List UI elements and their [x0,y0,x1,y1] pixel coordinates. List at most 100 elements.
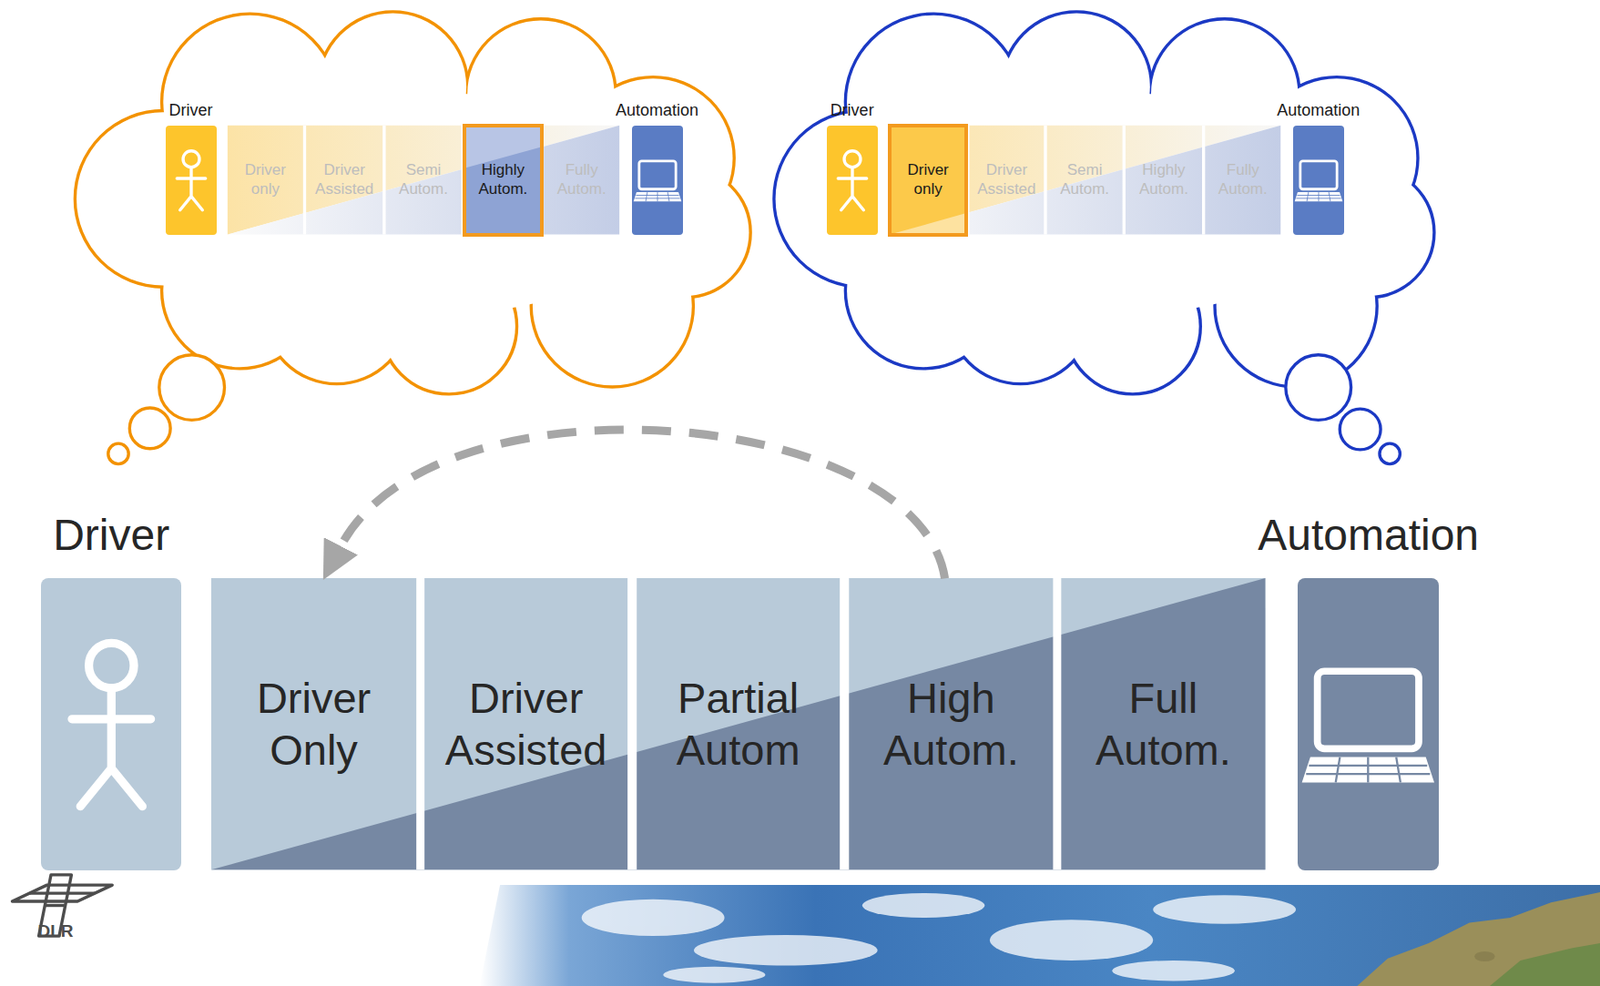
stick-figure [71,643,152,807]
earth-cloud [662,967,765,984]
level-label: Driver only [231,161,300,199]
figure-head [844,151,861,168]
figure-body [837,166,867,210]
logo-text: DLR [37,921,73,942]
level-label: Partial Autom [643,672,833,776]
stick-figure-icon [826,125,878,235]
actor-label: Automation [615,101,699,121]
driver-box: Driver [826,125,878,235]
level-cell: Highly Autom. [1125,125,1203,235]
level-label: Fully Autom. [547,161,616,199]
level-label: Driver only [894,161,963,199]
actor-label: Driver [52,509,170,561]
level-cell: Driver Assisted [424,578,628,870]
logo-line [29,891,95,895]
cloud-fill [76,13,749,394]
earth-image [479,885,1600,986]
scale-band-lower [889,125,1281,235]
selected-level-cell: Highly Autom. [462,123,545,237]
level-cell: Partial Autom [636,578,840,870]
figure-body [176,166,205,210]
level-cell: Driver Assisted [969,125,1045,235]
level-label: Driver Only [218,672,409,776]
scale-gap [1052,578,1061,870]
stick-figure [837,151,867,211]
earth-cloud [1152,895,1296,924]
level-cell: Fully Autom. [543,125,620,235]
scale-gap [416,578,425,870]
driver-box: Driver [40,578,183,870]
laptop-keys [634,192,680,202]
thought-bubble [1339,408,1381,450]
level-cell: Semi Autom. [1047,125,1123,235]
level-cell: Full Autom. [1060,578,1265,870]
scale-gap [627,578,637,870]
dashed-arrow [340,429,945,579]
laptop-screen [638,161,675,190]
level-label: Driver Assisted [431,672,621,776]
scale-gap [1122,125,1126,235]
scale-gaps [966,125,1205,235]
cloud-core [852,91,1353,316]
cloud-outline [76,13,749,394]
scale-gaps [303,125,544,235]
level-label: Driver Assisted [309,161,379,199]
level-label: High Autom. [856,672,1046,776]
thought-bubble [159,355,225,421]
scale-gap [303,125,306,235]
actor-label: Driver [830,101,875,121]
thought-bubble [1379,443,1400,464]
level-label: Highly Autom. [468,161,539,199]
scale-gap [1043,125,1047,235]
scale-gap [839,578,849,870]
thought-bubble [1285,355,1352,421]
figure-body [71,688,152,807]
laptop-icon [1293,125,1345,235]
level-cell: Fully Autom. [1204,125,1281,235]
scale-band-upper [211,578,1266,870]
scale-gap [382,125,386,235]
stick-figure-icon [40,578,183,870]
laptop-keyboard [632,192,682,202]
selected-cell-fill [889,125,967,235]
laptop-keys [1295,192,1341,202]
automation-box: Automation [1297,578,1439,870]
earth-land [1356,892,1600,986]
level-label: Semi Autom. [1050,161,1120,199]
thought-bubble [108,443,129,464]
level-label: Highly Autom. [1129,161,1199,199]
actor-label: Automation [1257,509,1479,561]
level-cell: Driver only [227,125,304,235]
cloud-fill [775,13,1434,394]
selected-cell-fill [464,146,542,235]
laptop-screen [1300,161,1337,190]
scale-band-lower [227,125,620,235]
figure-head [88,643,133,689]
cloud-core [168,91,669,316]
selected-cell-fill [889,213,967,235]
actor-label: Automation [1276,101,1360,121]
scale-gap [1202,125,1205,235]
actor-label: Driver [169,101,214,121]
scale-gaps [416,578,1061,870]
level-label: Driver Assisted [973,161,1041,199]
stick-figure-icon [165,125,217,235]
earth-island [1474,951,1495,962]
logo-line [44,904,65,908]
earth-cloud [862,893,985,918]
driver-box: Driver [165,125,217,235]
thought-bubbles [108,355,225,465]
scale-band-lower [211,578,1266,870]
level-label: Semi Autom. [389,161,459,199]
stick-figure [176,151,205,211]
laptop-icon [1297,578,1439,870]
laptop-keys [1306,757,1431,784]
earth-cloud [989,919,1153,961]
figure-head [183,151,200,168]
level-cell: Semi Autom. [386,125,462,235]
level-cell: High Autom. [848,578,1053,870]
earth-cloud [581,899,725,937]
scale-band-upper [889,125,1281,235]
level-cell: Driver Assisted [305,125,383,235]
automation-box: Automation [631,125,683,235]
